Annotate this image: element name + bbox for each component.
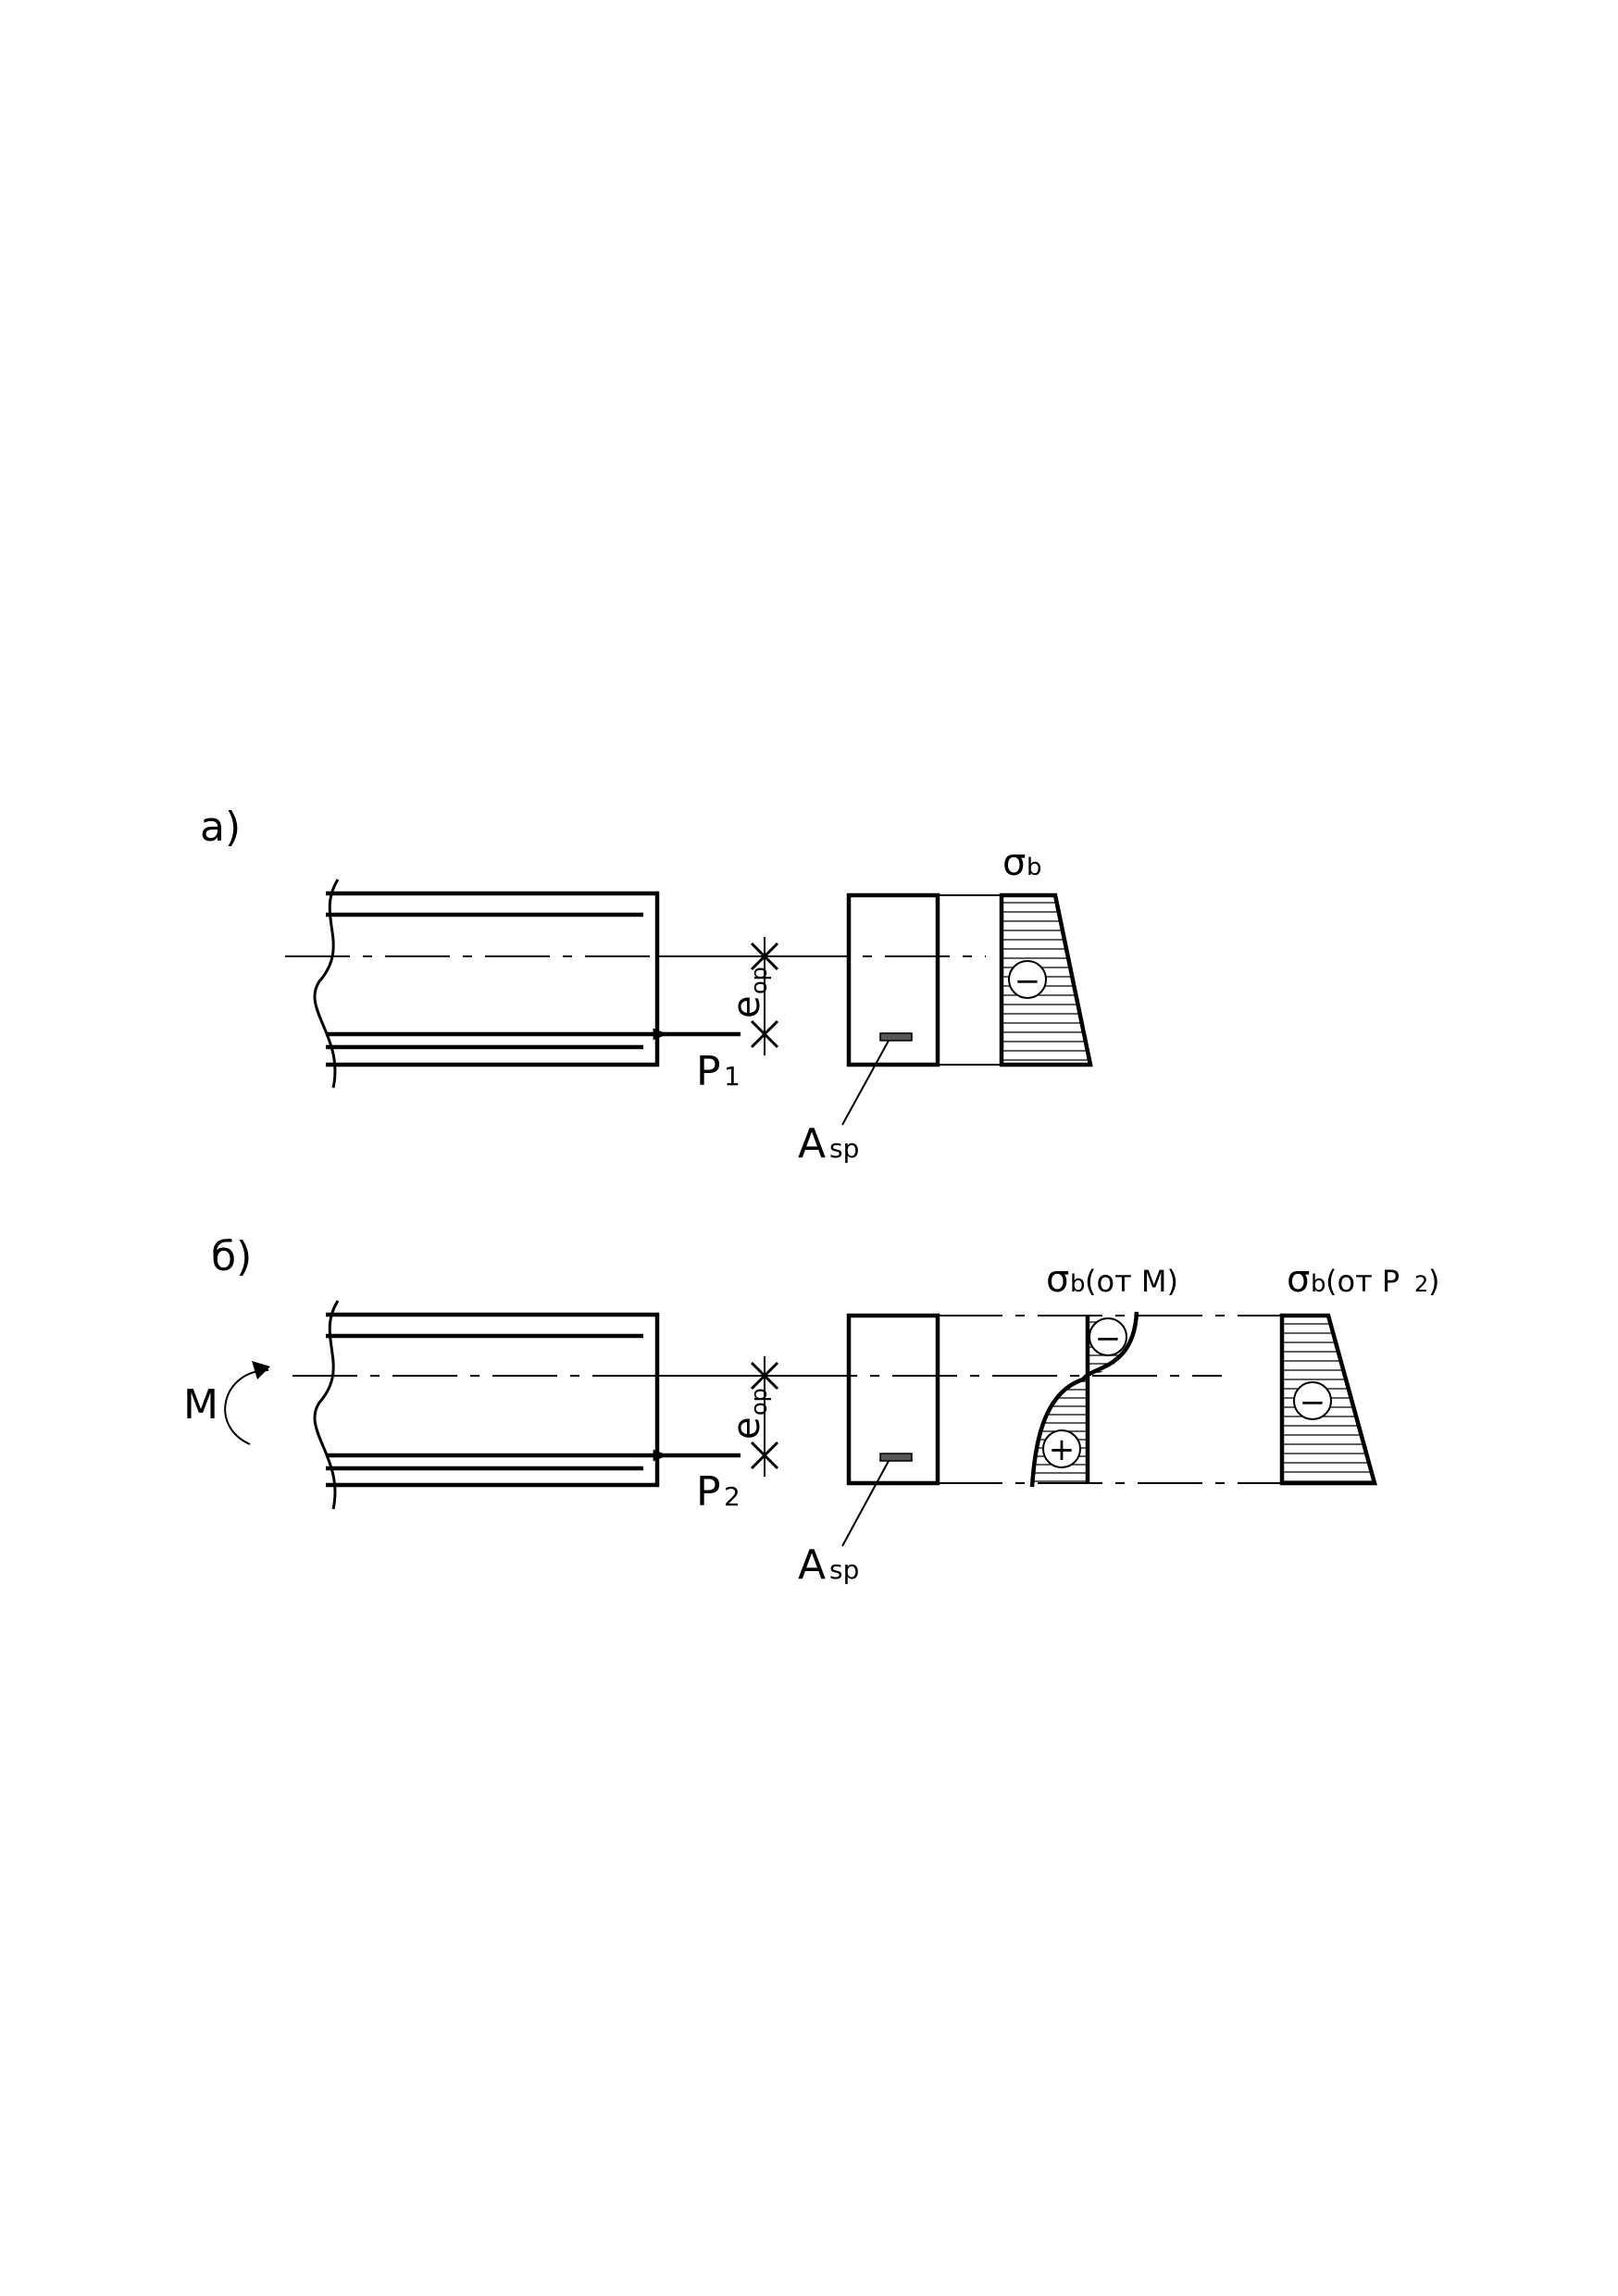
force-p2-label: P xyxy=(696,1468,721,1516)
beam-b-outline xyxy=(326,1312,660,1488)
stress-p2-sign: − xyxy=(1300,1384,1326,1421)
moment-label: M xyxy=(183,1381,218,1429)
stress-p2-label: σ xyxy=(1287,1258,1310,1301)
stress-a-label: σ xyxy=(1002,842,1026,884)
section-b-rect xyxy=(846,1313,940,1486)
panel-b: б) M e op xyxy=(183,1233,1439,1589)
tendon-area-a xyxy=(879,1032,913,1042)
stress-m-top-sign: − xyxy=(1095,1320,1122,1357)
eccentricity-a: e op xyxy=(657,937,805,1055)
stress-a-outline xyxy=(999,892,1093,1067)
force-p1-index: 1 xyxy=(724,1061,741,1092)
area-b-sub: sp xyxy=(829,1554,859,1585)
stress-p2-sub: b xyxy=(1311,1270,1326,1298)
beam-a-outline xyxy=(326,891,660,1067)
stress-p2-note-sub: 2 xyxy=(1414,1271,1428,1297)
stress-m-sub: b xyxy=(1070,1270,1086,1298)
beam-b-break-line xyxy=(313,1300,340,1510)
section-a: A sp xyxy=(798,892,1002,1167)
moment-symbol: M xyxy=(183,1361,270,1445)
moment-arrowhead xyxy=(252,1361,270,1379)
beam-b xyxy=(292,1300,1222,1510)
tendon-area-b xyxy=(879,1453,913,1462)
moment-arc xyxy=(224,1369,269,1445)
area-b-label: A xyxy=(798,1541,826,1589)
beam-a-break-line xyxy=(313,879,340,1089)
stress-a-sign: − xyxy=(1014,963,1041,1000)
force-p2-index: 2 xyxy=(724,1481,741,1512)
beam-a xyxy=(285,879,986,1089)
stress-p2-note: (от P xyxy=(1326,1264,1400,1299)
ecc-b-sub: op xyxy=(746,1388,772,1416)
stress-p2-outline xyxy=(1279,1313,1377,1486)
panel-a: а) e op P 1 xyxy=(200,804,1093,1167)
ecc-b-label: e xyxy=(726,1416,768,1440)
stress-m-top-sign-circle xyxy=(1089,1317,1127,1356)
ecc-a-sub: op xyxy=(746,967,772,994)
stress-m-label: σ xyxy=(1046,1258,1069,1301)
panel-a-label: а) xyxy=(200,804,241,851)
force-p1-label: P xyxy=(696,1048,721,1095)
stress-m-curve xyxy=(1029,1311,1139,1488)
stress-a-sign-circle xyxy=(1008,960,1047,999)
area-a-sub: sp xyxy=(829,1133,859,1164)
area-b-leader xyxy=(841,1460,890,1547)
ecc-a-label: e xyxy=(726,995,768,1018)
area-a-leader xyxy=(841,1040,890,1126)
stress-a-sub: b xyxy=(1027,854,1042,881)
stress-m-bottom-sign: + xyxy=(1049,1431,1076,1468)
stress-diagram-a: − σ b xyxy=(999,842,1093,1067)
eccentricity-b: e op xyxy=(657,1356,805,1477)
stress-m-note: (от М) xyxy=(1085,1264,1178,1299)
section-b: A sp xyxy=(798,1313,1282,1589)
stress-p2-sign-circle xyxy=(1293,1381,1332,1420)
stress-diagram-p2: − σ b (от P 2 ) xyxy=(1279,1258,1439,1486)
stress-p2-note-close: ) xyxy=(1428,1264,1439,1299)
area-a-label: A xyxy=(798,1120,826,1167)
section-a-rect xyxy=(846,892,940,1067)
stress-m-bottom-sign-circle xyxy=(1042,1429,1081,1468)
panel-b-label: б) xyxy=(211,1233,252,1280)
stress-diagram-m: − + σ b (от М) xyxy=(1029,1258,1178,1488)
